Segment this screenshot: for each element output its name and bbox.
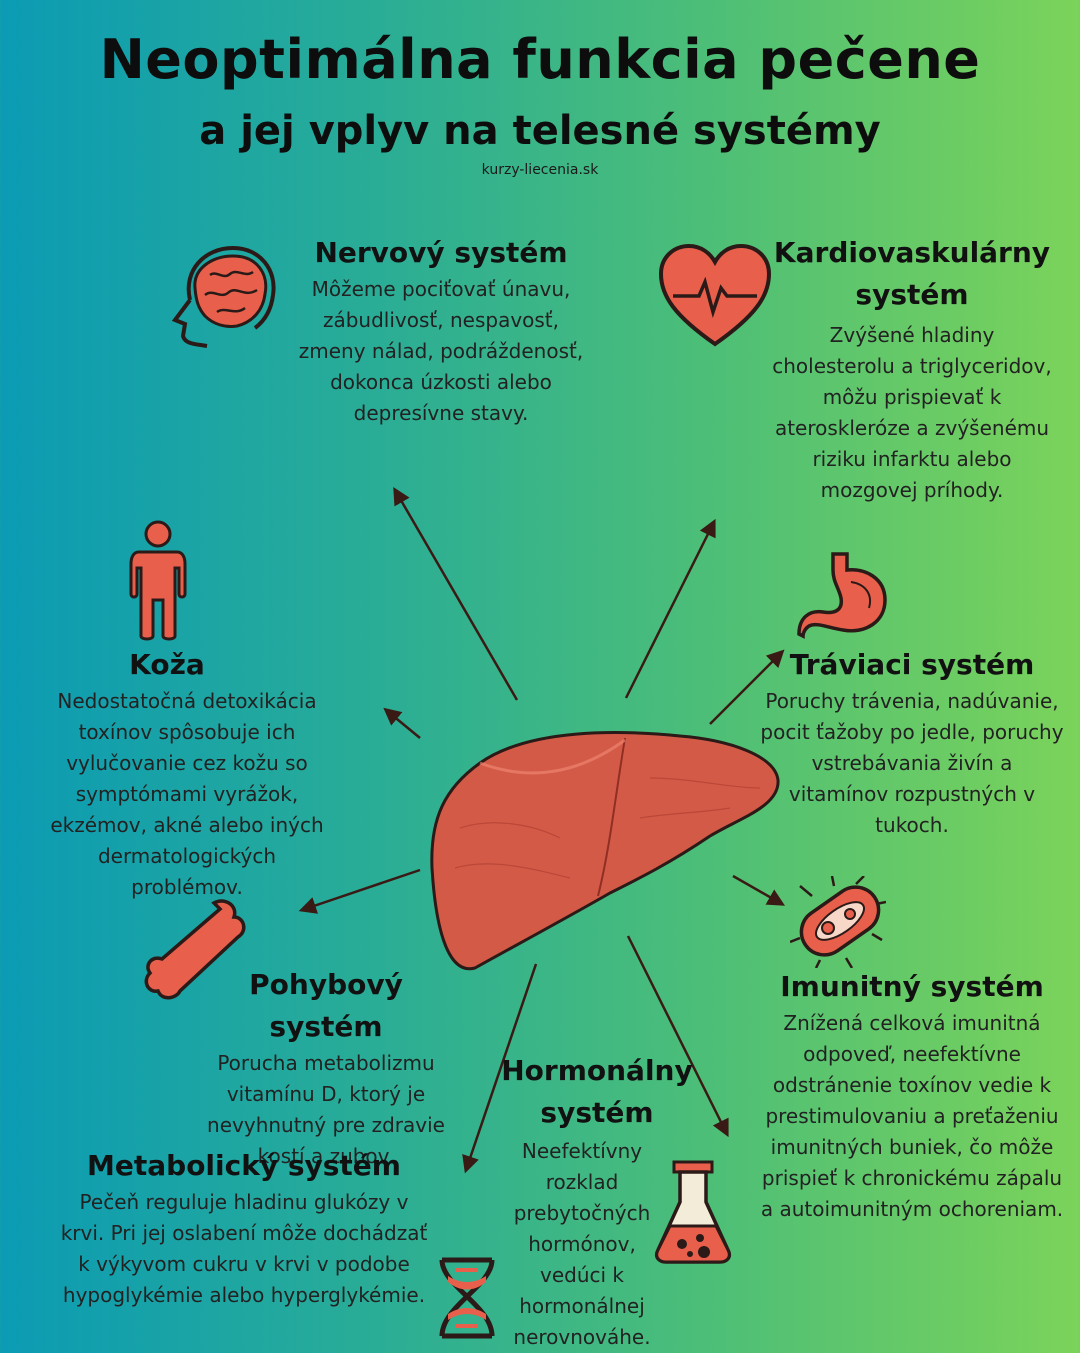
- arrow-immune: [732, 874, 786, 906]
- page-title: Neoptimálna funkcia pečene: [99, 28, 981, 91]
- section-text: Porucha metabolizmu vitamínu D, ktorý je…: [207, 1051, 445, 1168]
- bacteria-icon: [790, 876, 886, 968]
- section-text: Neefektívny rozklad prebytočných hormóno…: [513, 1139, 651, 1349]
- section-title: Kardiovaskulárny systém: [773, 236, 1051, 311]
- heart-pulse-icon: [658, 243, 772, 347]
- section-cardio: Kardiovaskulárny systém Zvýšené hladiny …: [758, 232, 1066, 506]
- section-title: Imunitný systém: [780, 970, 1044, 1003]
- bone-icon: [144, 899, 246, 1000]
- arrow-hormonal: [626, 935, 729, 1138]
- flask-icon: [654, 1160, 732, 1264]
- section-title: Metabolický systém: [87, 1149, 401, 1182]
- section-text: Môžeme pociťovať únavu, zábudlivosť, nes…: [298, 277, 584, 425]
- section-title: Tráviaci systém: [789, 648, 1035, 681]
- section-text: Poruchy trávenia, nadúvanie, pocit ťažob…: [760, 689, 1064, 837]
- section-skin: Koža Nedostatočná detoxikácia toxínov sp…: [40, 644, 334, 903]
- section-metabolic: Metabolický systém Pečeň reguluje hladin…: [56, 1145, 432, 1311]
- arrow-metabolic: [462, 963, 538, 1174]
- section-nervous: Nervový systém Môžeme pociťovať únavu, z…: [296, 232, 586, 429]
- arrow-digestive: [709, 649, 785, 725]
- section-text: Nedostatočná detoxikácia toxínov spôsobu…: [50, 689, 324, 899]
- person-icon: [129, 520, 187, 641]
- section-immune: Imunitný systém Znížená celková imunitná…: [756, 966, 1068, 1225]
- source-credit: kurzy-liecenia.sk: [481, 162, 599, 178]
- section-title: Hormonálny systém: [501, 1054, 693, 1129]
- section-title: Koža: [129, 648, 205, 681]
- section-hormonal: Hormonálny systém Neefektívny rozklad pr…: [500, 1050, 694, 1353]
- section-musculoskeletal: Pohybový systém Porucha metabolizmu vita…: [192, 964, 460, 1172]
- arrow-nervous: [393, 486, 519, 701]
- dna-icon: [439, 1257, 495, 1339]
- liver-illustration: [430, 731, 780, 971]
- section-text: Zvýšené hladiny cholesterolu a triglycer…: [772, 323, 1052, 502]
- section-text: Znížená celková imunitná odpoveď, neefek…: [760, 1011, 1064, 1221]
- arrow-skin: [383, 707, 421, 739]
- arrow-cardio: [624, 518, 716, 699]
- stomach-icon: [797, 552, 887, 639]
- brain-head-icon: [171, 245, 276, 348]
- page-subtitle: a jej vplyv na telesné systémy: [199, 108, 881, 154]
- section-digestive: Tráviaci systém Poruchy trávenia, nadúva…: [760, 644, 1064, 841]
- section-title: Nervový systém: [314, 236, 568, 269]
- arrow-musculoskeletal: [298, 868, 421, 914]
- section-text: Pečeň reguluje hladinu glukózy v krvi. P…: [60, 1190, 428, 1307]
- section-title: Pohybový systém: [249, 968, 403, 1043]
